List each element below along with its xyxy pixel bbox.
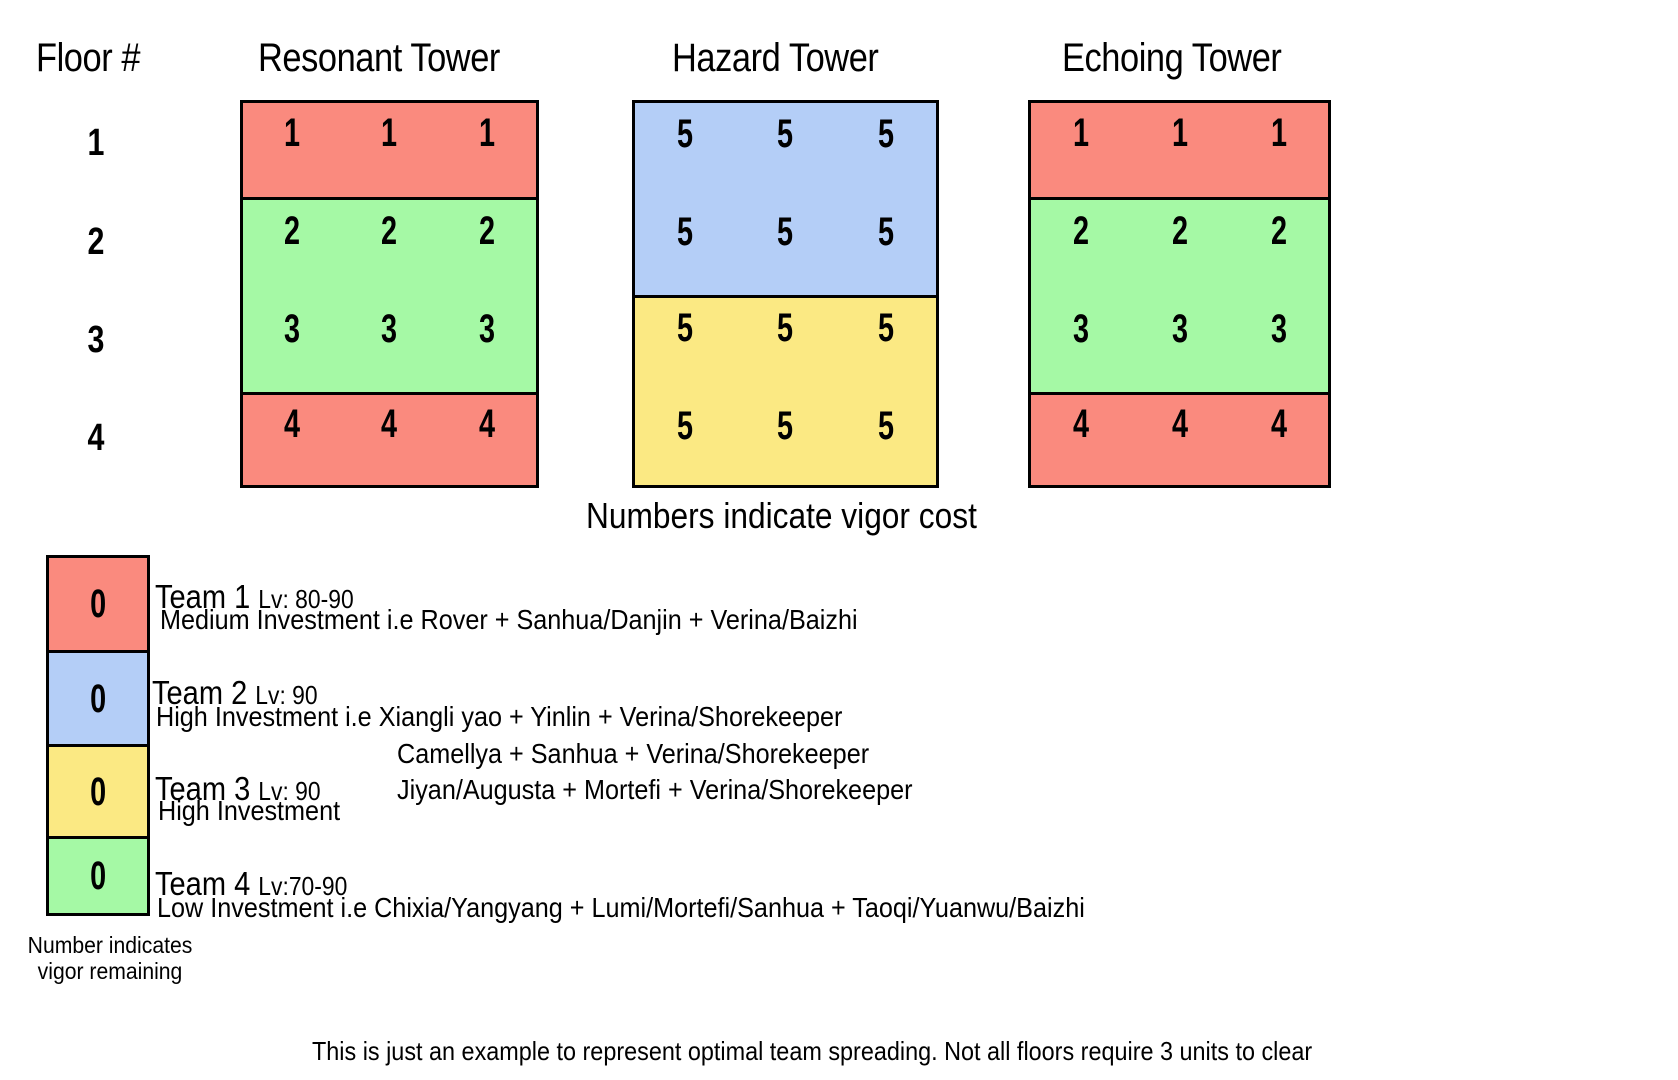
team-3-level: Lv: 90 xyxy=(258,776,321,806)
team-2-title: Team 2 Lv: 90 xyxy=(152,674,318,712)
vigor-cell: 5 xyxy=(677,404,694,448)
vigor-remaining-value: 0 xyxy=(89,582,107,626)
vigor-cell: 2 xyxy=(283,209,300,253)
vigor-cell: 2 xyxy=(1171,209,1188,253)
vigor-cell: 4 xyxy=(283,402,300,446)
vigor-cell: 5 xyxy=(777,306,794,350)
vigor-cell: 1 xyxy=(1270,111,1287,155)
vigor-cell: 3 xyxy=(1171,307,1188,351)
team-3-title: Team 3 Lv: 90 xyxy=(155,770,321,808)
vigor-cell: 5 xyxy=(677,112,694,156)
team-2-name: Team 2 xyxy=(152,674,248,711)
team-1-level: Lv: 80-90 xyxy=(258,584,354,614)
vigor-cell: 5 xyxy=(877,306,894,350)
vigor-cell: 1 xyxy=(479,111,496,155)
vigor-cell: 3 xyxy=(381,307,398,351)
team-2-investment: High Investment i.e Xiangli yao + Yinlin… xyxy=(156,701,843,732)
vigor-cell: 2 xyxy=(1072,209,1089,253)
team-1-name: Team 1 xyxy=(155,578,251,615)
vigor-cell: 5 xyxy=(677,210,694,254)
legend-caption-line2: vigor remaining xyxy=(37,958,183,984)
legend-caption-line1: Number indicates xyxy=(27,932,193,958)
floor-number-1: 1 xyxy=(87,122,105,164)
vigor-cell: 4 xyxy=(1072,402,1089,446)
tower-band-hazard-0[interactable]: 5 5 5 5 5 5 xyxy=(635,103,936,298)
team-4-level: Lv:70-90 xyxy=(258,871,348,901)
team-4-name: Team 4 xyxy=(155,865,251,902)
vigor-cell: 1 xyxy=(1072,111,1089,155)
vigor-cell: 5 xyxy=(777,210,794,254)
vigor-cell: 3 xyxy=(479,307,496,351)
tower-band-resonant-0[interactable]: 1 1 1 xyxy=(243,103,536,200)
vigor-cell: 1 xyxy=(1171,111,1188,155)
vigor-cell: 2 xyxy=(479,209,496,253)
tower-band-resonant-1[interactable]: 2 2 2 3 3 3 xyxy=(243,200,536,395)
floor-number-4: 4 xyxy=(87,417,105,459)
tower-band-echoing-0[interactable]: 1 1 1 xyxy=(1031,103,1328,200)
floor-number-3: 3 xyxy=(87,319,105,361)
vigor-cell: 4 xyxy=(479,402,496,446)
vigor-cell: 5 xyxy=(777,112,794,156)
vigor-cell: 5 xyxy=(777,404,794,448)
tower-band-echoing-1[interactable]: 2 2 2 3 3 3 xyxy=(1031,200,1328,395)
team-4-title: Team 4 Lv:70-90 xyxy=(155,865,347,903)
vigor-cell: 4 xyxy=(1171,402,1188,446)
team-2-level: Lv: 90 xyxy=(255,680,318,710)
extra-team-comp-1: Camellya + Sanhua + Verina/Shorekeeper xyxy=(397,738,870,769)
tower-grid-resonant[interactable]: 1 1 1 2 2 2 3 3 3 4 4 4 xyxy=(240,100,539,488)
vigor-cell: 1 xyxy=(283,111,300,155)
tower-header-hazard: Hazard Tower xyxy=(672,36,879,80)
vigor-remaining-value: 0 xyxy=(89,769,107,814)
team-1-investment: Medium Investment i.e Rover + Sanhua/Dan… xyxy=(160,604,858,635)
tower-header-resonant: Resonant Tower xyxy=(258,36,500,80)
tower-band-hazard-1[interactable]: 5 5 5 5 5 5 xyxy=(635,298,936,485)
tower-band-echoing-2[interactable]: 4 4 4 xyxy=(1031,395,1328,485)
vigor-cell: 3 xyxy=(1270,307,1287,351)
vigor-cell: 4 xyxy=(381,402,398,446)
tower-header-echoing: Echoing Tower xyxy=(1062,36,1282,80)
vigor-cell: 1 xyxy=(381,111,398,155)
floor-number-2: 2 xyxy=(87,221,105,263)
vigor-cell: 5 xyxy=(877,210,894,254)
team-4-investment: Low Investment i.e Chixia/Yangyang + Lum… xyxy=(157,892,1085,923)
footnote: This is just an example to represent opt… xyxy=(312,1036,1313,1066)
vigor-cost-caption: Numbers indicate vigor cost xyxy=(586,495,977,536)
floor-column-header: Floor # xyxy=(36,36,141,80)
vigor-remaining-value: 0 xyxy=(89,676,107,721)
legend-swatch-team1[interactable]: 0 xyxy=(49,558,147,653)
team-3-name: Team 3 xyxy=(155,770,251,807)
vigor-cell: 5 xyxy=(877,112,894,156)
tower-grid-hazard[interactable]: 5 5 5 5 5 5 5 5 5 5 5 5 xyxy=(632,100,939,488)
legend-swatch-team2[interactable]: 0 xyxy=(49,653,147,747)
team-3-investment: High Investment xyxy=(158,795,341,826)
legend-swatch-stack[interactable]: 0 0 0 0 xyxy=(46,555,150,916)
tower-band-resonant-2[interactable]: 4 4 4 xyxy=(243,395,536,485)
vigor-cell: 5 xyxy=(877,404,894,448)
vigor-cell: 2 xyxy=(381,209,398,253)
tower-grid-echoing[interactable]: 1 1 1 2 2 2 3 3 3 4 4 4 xyxy=(1028,100,1331,488)
vigor-remaining-value: 0 xyxy=(89,854,107,898)
vigor-cell: 4 xyxy=(1270,402,1287,446)
vigor-cell: 5 xyxy=(677,306,694,350)
extra-team-comp-2: Jiyan/Augusta + Mortefi + Verina/Shoreke… xyxy=(397,774,913,805)
legend-swatch-team3[interactable]: 0 xyxy=(49,747,147,839)
team-1-title: Team 1 Lv: 80-90 xyxy=(155,578,354,616)
vigor-cell: 2 xyxy=(1270,209,1287,253)
legend-swatch-team4[interactable]: 0 xyxy=(49,839,147,913)
vigor-cell: 3 xyxy=(283,307,300,351)
vigor-cell: 3 xyxy=(1072,307,1089,351)
